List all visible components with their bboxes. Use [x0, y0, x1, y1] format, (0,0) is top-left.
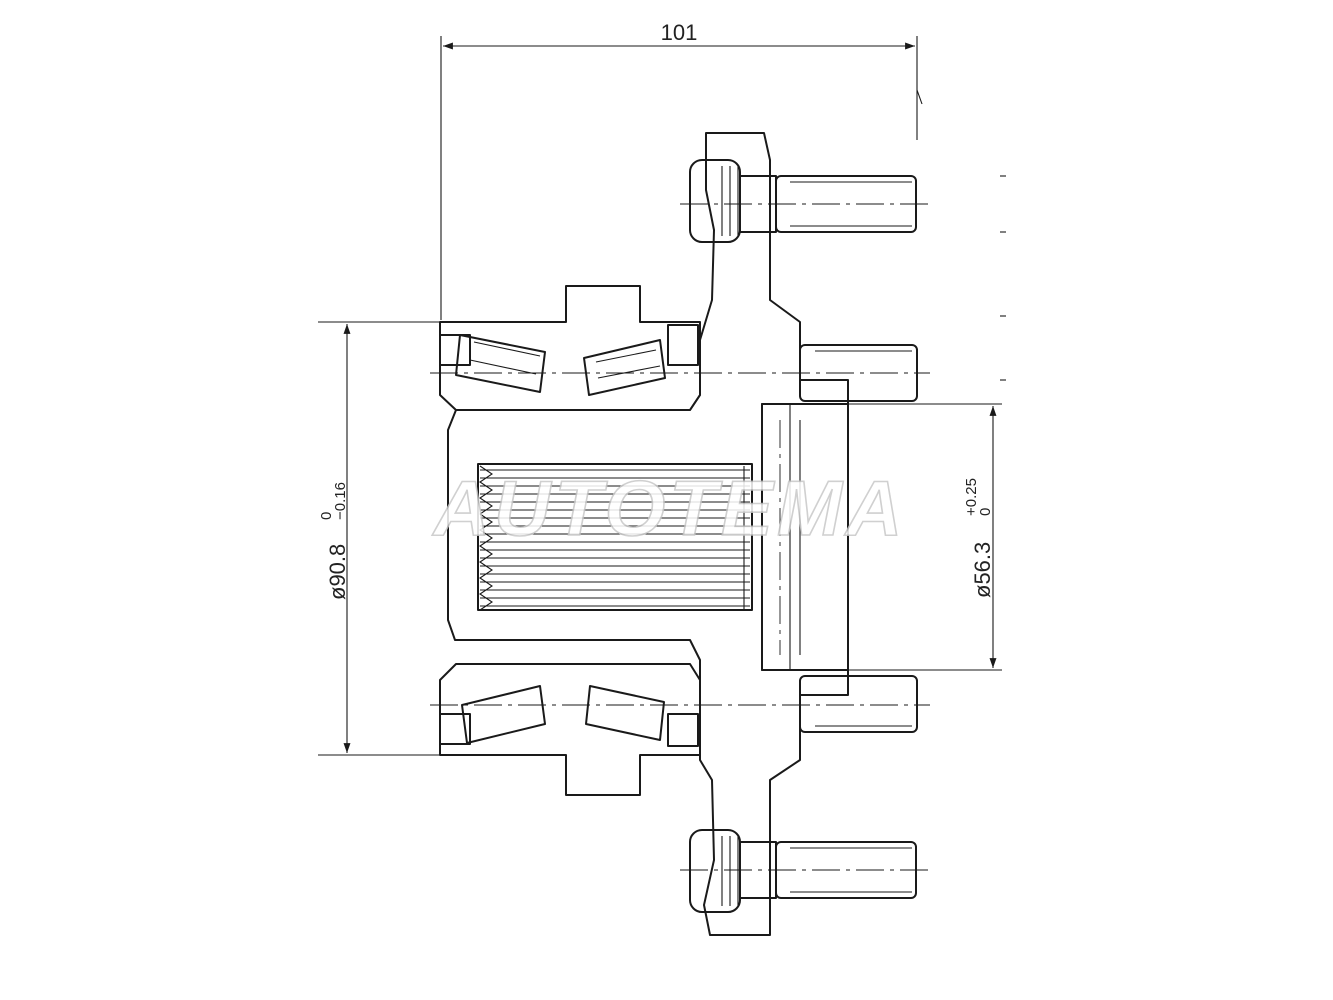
- tapered-roller-top-left: [455, 334, 546, 393]
- tapered-roller-bottom-right: [585, 685, 665, 741]
- dimension-tolerance-bore-upper: 0: [318, 512, 335, 520]
- dimension-tolerance-pilot-lower: 0: [977, 508, 994, 516]
- dimension-overall-length: 101: [440, 20, 918, 320]
- center-lines: [430, 203, 930, 871]
- seal-left-top: [439, 334, 471, 366]
- seal-left-bottom: [439, 713, 471, 745]
- tapered-roller-bottom-left: [461, 685, 546, 744]
- watermark-logo: AUTOTEMA: [432, 464, 907, 552]
- wheel-stud-lower-mid: [799, 675, 918, 733]
- dimension-label-pilot: ø56.3: [970, 542, 995, 598]
- dimension-bore-diameter: ø90.8 0 −0.16: [318, 321, 440, 756]
- bearing-housing: [439, 285, 701, 796]
- dimension-label-bore: ø90.8: [325, 544, 350, 600]
- seal-right-top: [667, 324, 699, 366]
- spline-teeth: [479, 465, 750, 611]
- tapered-roller-top-right: [583, 339, 666, 396]
- wheel-stud-bottom: [689, 829, 917, 913]
- dimension-pilot-diameter: ø56.3 +0.25 0: [848, 403, 1002, 671]
- reference-ticks: [916, 89, 1006, 381]
- dimension-tolerance-bore-lower: −0.16: [332, 482, 349, 520]
- dimension-label-101: 101: [661, 20, 698, 45]
- seal-right-bottom: [667, 713, 699, 747]
- wheel-stud-top: [689, 159, 917, 243]
- dimension-tolerance-pilot-upper: +0.25: [963, 478, 980, 516]
